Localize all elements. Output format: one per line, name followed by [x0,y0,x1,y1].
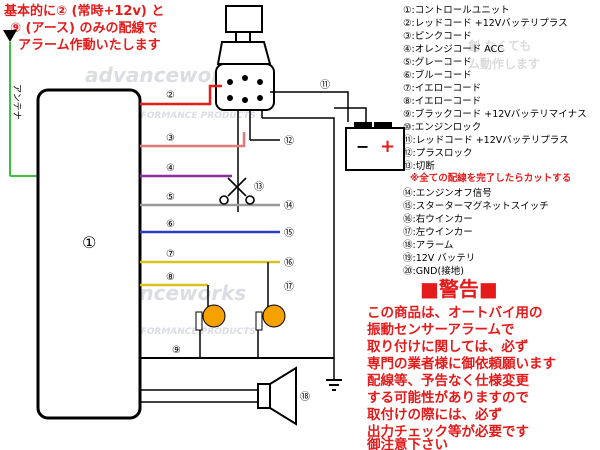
watermark-right-line1: 創 なくても [467,38,531,53]
antenna-label: アンテナ [11,84,22,120]
left-lamp-icon [202,304,226,328]
label-wire-3: ③ [166,133,175,144]
legend-item: ①:コントロールユニット [403,5,510,16]
warning-block: ■警告■ この商品は、オートバイ用の 振動センサーアラームで 取り付けに関しては… [366,277,556,450]
legend-item: ⑫:プラスロック [403,148,473,159]
warning-line: する可能性がありますので [367,389,529,406]
warning-line: 取付けの際には、必ず [367,406,502,423]
scissors-icon [219,177,255,205]
control-unit-box [36,88,142,420]
legend-item: ⑲:12V バッテリ [403,253,475,264]
warning-line: 取り付けに関しては、必ず [367,338,528,355]
legend-item: ⑥:ブルーコード [403,69,472,81]
speaker-icon [257,366,297,426]
warning-line: 御注意下さい [366,436,448,450]
warning-line: この商品は、オートバイ用の [367,304,543,321]
ground-icon [326,379,342,391]
legend-item: ④:オレンジコード ACC [403,44,504,55]
label-wire-9: ⑨ [172,345,181,356]
antenna-icon [3,30,17,42]
label-wire-2: ② [166,90,175,101]
legend-item: ⑭:エンジンオフ信号 [403,187,492,199]
warning-title: ■警告■ [420,277,498,301]
wires [140,84,367,403]
label-wire-15: ⑮ [284,227,294,239]
battery-minus: − [356,137,369,156]
watermark-sub-bottom: HIGH PERFORMANCE PRODUCTS [92,327,256,337]
label-wire-17: ⑰ [284,281,294,293]
watermark-sub-top: HIGH PERFORMANCE PRODUCTS [92,111,256,121]
legend-item: ⑦:イエローコード [403,83,481,94]
battery: − + [345,122,405,171]
legend-item: ⑳:GND(接地) [403,265,464,277]
wire-3 [140,132,246,148]
label-wire-8: ⑧ [166,272,175,283]
legend-item: ③:ピンクコード [403,31,472,42]
warning-line: 振動センサーアラームで [367,321,515,338]
legend-item: ⑤:グレーコード [403,56,472,68]
warning-line: 配線等、予告なく仕様変更 [367,372,529,389]
note-line-1: 基本的に② (常時+12v) と [3,3,164,19]
connector [215,5,275,111]
warning-line: 専門の業者様に御依頼願います [367,355,556,372]
label-wire-4: ④ [166,163,175,174]
wire-11 [270,91,349,122]
legend-item: ⑬:切断 [403,160,435,172]
label-wire-13: ⑬ [254,181,264,193]
legend-item: ⑪:レッドコード +12Vバッテリプラス [403,135,569,146]
legend-item: ②:レッドコード +12Vバッテリプラス [403,18,568,29]
legend-item: ⑧:イエローコード [403,96,481,107]
legend: ①:コントロールユニット ②:レッドコード +12Vバッテリプラス ③:ピンクコ… [403,5,587,277]
label-wire-6: ⑥ [166,219,175,230]
top-note: 基本的に② (常時+12v) と ⑨ (アース) のみの配線で アラーム作動いた… [3,3,164,53]
label-wire-18: ⑱ [300,391,310,403]
label-wire-14: ⑭ [284,200,294,212]
wire-labels: ② ③ ④ ⑤ ⑥ ⑦ ⑧ ⑨ ⑪ ⑫ ⑬ ⑭ ⑮ ⑯ ⑰ ⑱ [166,79,330,403]
legend-item: ⑯:右ウインカー [403,213,473,225]
note-line-2: ⑨ (アース) のみの配線で [10,20,158,36]
label-wire-16: ⑯ [284,257,294,269]
legend-item: ⑩:エンジンロック [403,122,481,133]
legend-item: ⑱:アラーム [403,240,453,251]
legend-item: ⑰:左ウインカー [403,226,473,238]
control-unit: ① [36,88,142,420]
watermark-right-line2: ム動作します [468,56,540,71]
label-wire-5: ⑤ [166,192,175,203]
warning-line: 出力チェック等が必要です [367,423,529,440]
connector-body [215,63,275,111]
legend-item: ⑮:スターターマグネットスイッチ [403,200,549,212]
control-unit-label: ① [82,233,96,252]
label-wire-12: ⑫ [284,135,294,147]
antenna: アンテナ [3,30,40,177]
watermark-right: 創 なくても ム動作します [467,38,540,71]
legend-item: ⑨:ブラックコード +12Vバッテリマイナス [403,108,587,120]
legend-note: ※全ての配線を完了したらカットする [410,172,571,184]
label-wire-11: ⑪ [320,79,330,91]
note-line-3: アラーム作動いたします [18,37,161,53]
connector-housing [216,41,272,65]
battery-plus: + [380,136,395,157]
turn-lamps [195,304,286,331]
label-wire-7: ⑦ [166,249,175,260]
battery-box [345,127,405,171]
connector-cap [225,5,263,33]
wire-2 [140,84,222,106]
right-lamp-icon [262,304,286,328]
